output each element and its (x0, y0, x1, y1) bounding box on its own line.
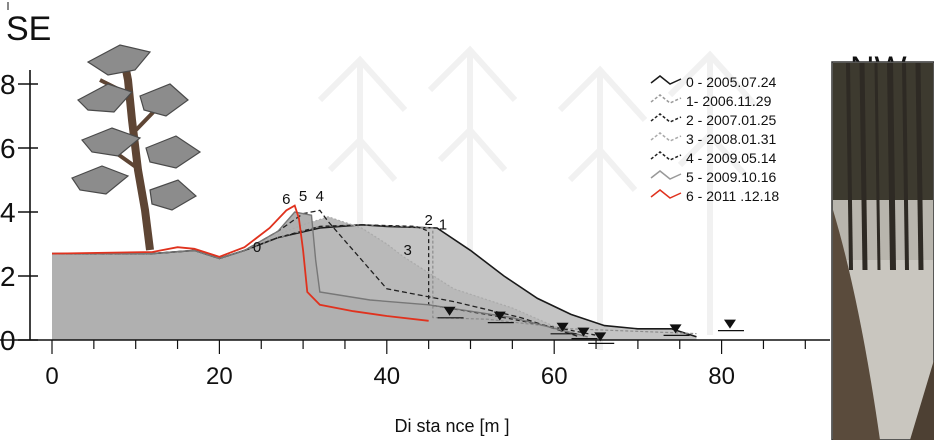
photo-tree (874, 62, 881, 271)
legend-swatch (650, 170, 682, 180)
triangle-marker (723, 319, 736, 329)
legend-entry: 5 - 2009.10.16 (686, 169, 777, 185)
profile-number-label: 5 (299, 188, 307, 205)
profile-number-label: 6 (282, 191, 290, 208)
legend-entry: 4 - 2009.05.14 (686, 150, 777, 166)
forest-photo (831, 61, 934, 441)
x-tick-label: 80 (708, 363, 735, 390)
legend: 0 - 2005.07.24 1- 2006.11.29 2 - 2007.01.2… (650, 74, 779, 204)
series-line (52, 216, 572, 335)
legend-swatch (650, 75, 682, 85)
photo-tree (846, 62, 853, 271)
y-tick-label: 2 (0, 261, 16, 292)
series-line (52, 211, 588, 338)
x-tick-label: 40 (373, 363, 400, 390)
direction-label-se: SE (6, 10, 51, 48)
photo-tree (887, 62, 896, 271)
photo-foreground-trunk (910, 360, 934, 440)
y-tick-label: 0 (0, 325, 16, 356)
triangle-marker (594, 332, 607, 342)
tree-foliage (139, 83, 189, 117)
triangle-marker (577, 327, 590, 337)
background-tree-silhouette (667, 50, 758, 335)
series-line (51, 204, 429, 322)
triangle-marker (443, 306, 456, 316)
tree-trunk (120, 59, 154, 251)
legend-entry: 0 - 2005.07.24 (686, 74, 777, 90)
legend-entry: 2 - 2007.01.25 (686, 112, 777, 128)
photo-tree (859, 62, 868, 271)
legend-entry: 6 - 2011 .12.18 (686, 188, 779, 204)
profile-number-label: 0 (253, 239, 261, 256)
legend-entry: 3 - 2008.01.31 (686, 131, 777, 147)
photo-foreground-trunk (833, 210, 880, 440)
profile-number-label: 4 (316, 188, 324, 205)
legend-swatch (650, 132, 682, 142)
triangle-marker (556, 322, 569, 332)
photo-tree (915, 62, 924, 271)
legend-swatch (650, 151, 682, 161)
x-tick-label: 60 (541, 363, 568, 390)
x-tick-label: 20 (206, 363, 233, 390)
tree-foliage (71, 165, 130, 195)
x-tick-label: 0 (45, 363, 58, 390)
tree-foliage (145, 135, 202, 169)
legend-swatch (650, 94, 682, 104)
legend-swatch (650, 189, 682, 199)
y-tick-label: 4 (0, 197, 16, 228)
background-tree-silhouette (557, 65, 648, 350)
tree-foliage (81, 127, 142, 157)
tree-icon (71, 44, 202, 251)
y-tick-label: 8 (0, 69, 16, 100)
legend-entry: 1- 2006.11.29 (686, 93, 772, 109)
triangle-marker (669, 324, 682, 334)
x-axis-label: Di sta nce [m ] (394, 416, 509, 436)
y-tick-label: 6 (0, 133, 16, 164)
profile-fill (52, 212, 588, 340)
tree-foliage (86, 44, 152, 76)
triangle-marker (493, 311, 506, 321)
tree-foliage (77, 83, 134, 113)
tree-foliage (149, 179, 198, 211)
profile-number-label: 2 (424, 212, 432, 229)
legend-swatch (650, 113, 682, 123)
profile-number-label: 3 (404, 242, 412, 259)
photo-tree (902, 62, 909, 271)
profile-number-label: 1 (439, 217, 447, 234)
